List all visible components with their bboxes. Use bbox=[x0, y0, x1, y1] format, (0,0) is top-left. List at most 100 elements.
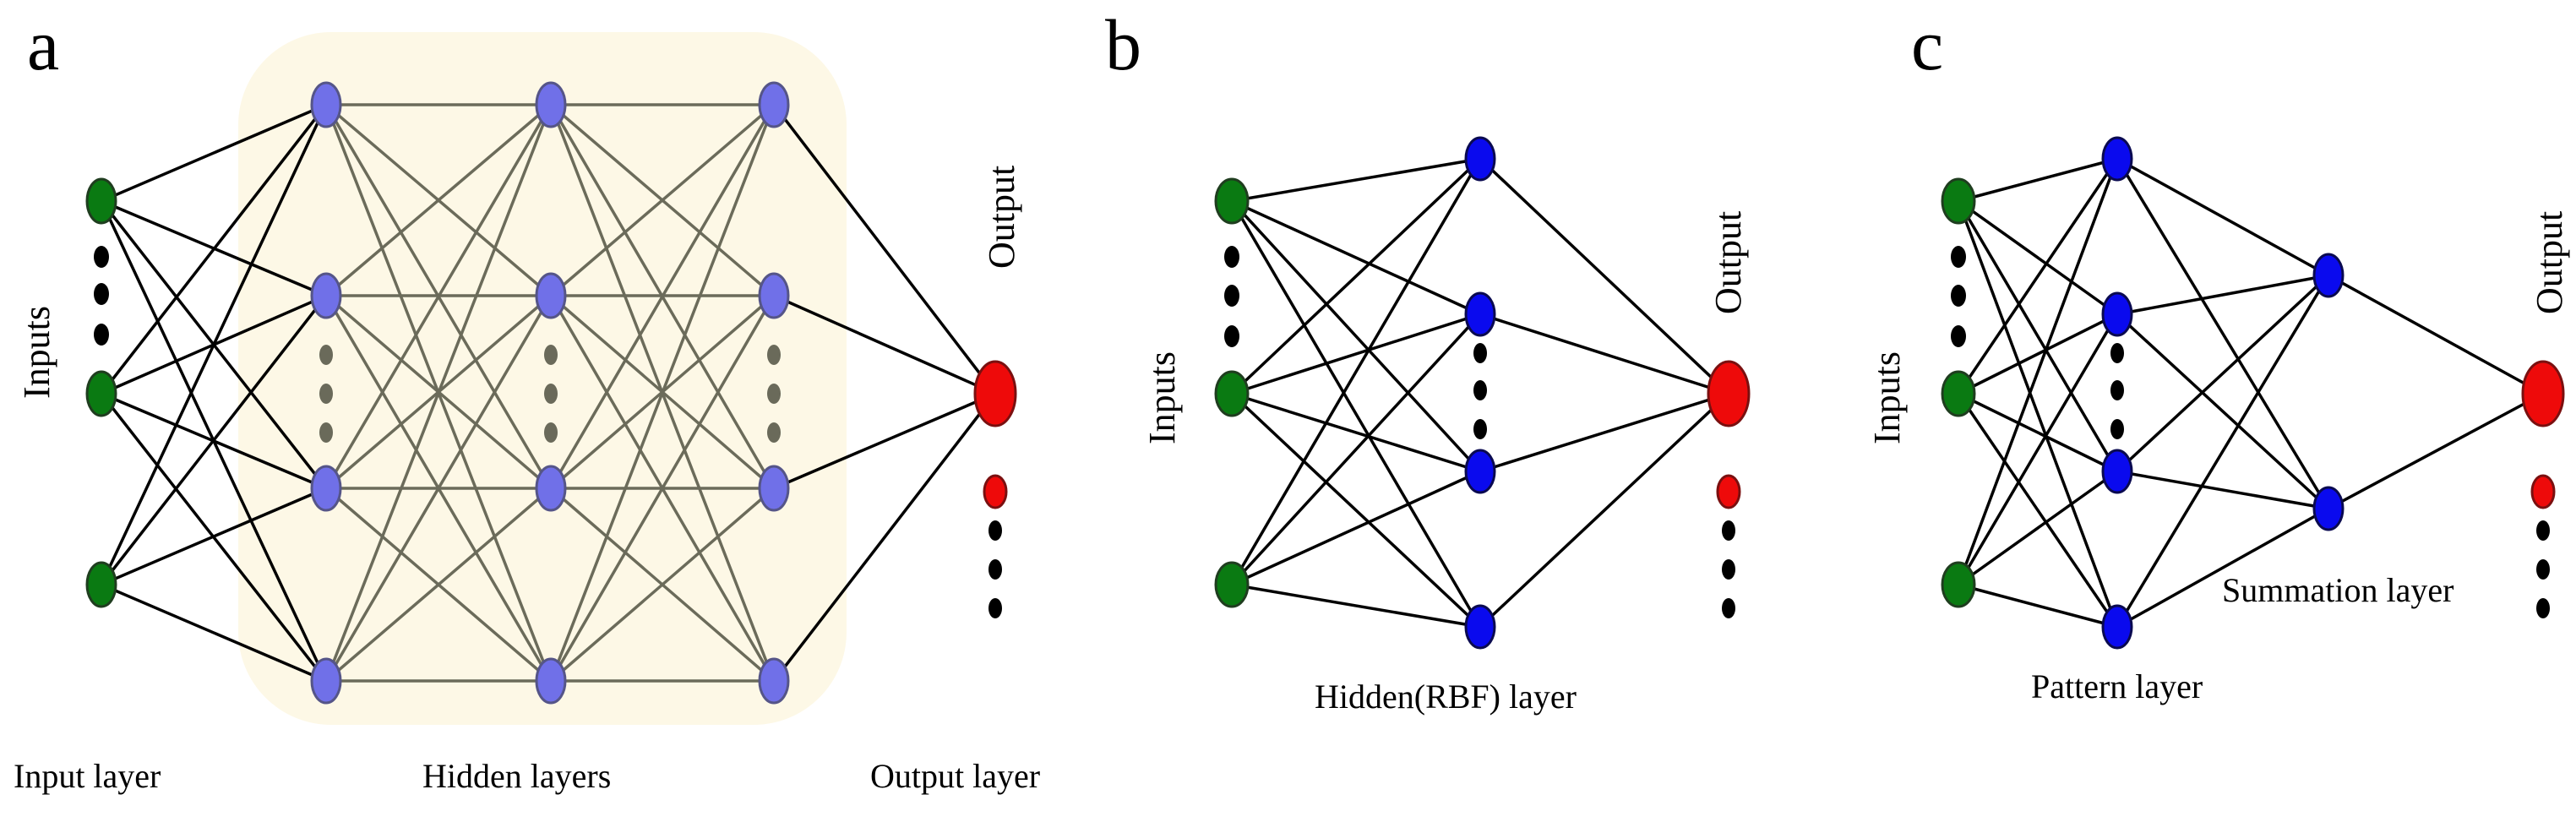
rbf-output-link bbox=[1479, 392, 1730, 629]
input-hidden-link bbox=[100, 104, 328, 585]
input-ellipsis-dot bbox=[1224, 246, 1239, 268]
input-node bbox=[85, 177, 117, 225]
hidden-rbf-layer-label: Hidden(RBF) layer bbox=[1315, 678, 1577, 716]
hidden-node bbox=[758, 81, 790, 128]
hidden-hidden-link bbox=[549, 487, 776, 683]
hidden-output-link bbox=[773, 294, 996, 395]
input-rbf-link bbox=[1231, 199, 1481, 316]
summation-layer-label: Summation layer bbox=[2222, 571, 2453, 609]
rbf-node bbox=[1464, 291, 1496, 337]
pattern-summation-link bbox=[2116, 313, 2330, 510]
hidden-hidden-link bbox=[324, 295, 553, 682]
panel-b-rbf: b Inputs Output Hidden(RBF) layer bbox=[1105, 4, 1751, 716]
input-ellipsis-dot bbox=[94, 246, 109, 268]
input-hidden-link bbox=[101, 103, 327, 203]
panel-c-nodes bbox=[1941, 136, 2565, 650]
input-node bbox=[85, 370, 117, 417]
panel-a-mlp: a Inputs Output Input layer Hidden layer… bbox=[14, 4, 1040, 795]
hidden-ellipsis-dot bbox=[544, 384, 558, 404]
input-hidden-link bbox=[100, 294, 328, 586]
input-node bbox=[1214, 177, 1250, 225]
panel-b-letter: b bbox=[1105, 4, 1141, 85]
output-ellipsis-dot bbox=[1722, 520, 1735, 541]
pattern-summation-link bbox=[2116, 507, 2329, 629]
input-pattern-link bbox=[1958, 157, 2118, 203]
panel-b-inputs-label: Inputs bbox=[1141, 351, 1183, 444]
input-hidden-link bbox=[101, 487, 327, 586]
input-pattern-link bbox=[1957, 158, 2119, 395]
input-ellipsis-dot bbox=[1951, 325, 1966, 347]
output-ellipsis-dot bbox=[2536, 520, 2550, 541]
pattern-summation-link bbox=[2116, 274, 2329, 316]
input-rbf-link bbox=[1230, 200, 1482, 628]
panel-c-connections bbox=[1957, 157, 2544, 629]
hidden-hidden-link bbox=[549, 103, 776, 297]
panel-c-pnn: c Inputs Output Pattern layer Summation … bbox=[1866, 4, 2570, 705]
panel-a-connections bbox=[100, 103, 997, 683]
input-node bbox=[1941, 561, 1976, 608]
panel-a-inputs-label: Inputs bbox=[16, 306, 57, 399]
output-node bbox=[973, 360, 1017, 427]
panel-c-inputs-label: Inputs bbox=[1866, 351, 1908, 444]
rbf-output-link bbox=[1479, 313, 1729, 395]
rbf-node bbox=[1464, 604, 1496, 650]
output-layer-label: Output layer bbox=[870, 757, 1040, 795]
input-ellipsis-dot bbox=[1224, 325, 1239, 347]
panel-c-ellipsis bbox=[1951, 246, 2556, 618]
hidden-hidden-link bbox=[324, 104, 553, 682]
input-rbf-link bbox=[1230, 157, 1482, 395]
input-pattern-link bbox=[1957, 313, 2119, 585]
input-ellipsis-dot bbox=[1951, 285, 1966, 307]
pattern-ellipsis-dot bbox=[2110, 380, 2124, 400]
panel-a-nodes bbox=[85, 81, 1017, 705]
hidden-node bbox=[310, 272, 342, 319]
input-rbf-link bbox=[1231, 470, 1481, 586]
input-layer-label: Input layer bbox=[14, 757, 161, 795]
rbf-node bbox=[1464, 136, 1496, 182]
panel-a-ellipsis bbox=[94, 246, 1008, 618]
output-node-small bbox=[983, 474, 1008, 509]
input-rbf-link bbox=[1231, 157, 1481, 203]
hidden-node bbox=[535, 81, 567, 128]
panel-a-letter: a bbox=[27, 4, 59, 85]
input-rbf-link bbox=[1230, 158, 1482, 585]
pattern-node bbox=[2101, 604, 2133, 650]
input-rbf-link bbox=[1231, 583, 1481, 629]
output-ellipsis-dot bbox=[2536, 559, 2550, 580]
hidden-ellipsis-dot bbox=[319, 345, 333, 365]
output-node-small bbox=[1716, 474, 1741, 509]
output-ellipsis-dot bbox=[988, 520, 1002, 541]
hidden-output-link bbox=[773, 392, 996, 490]
hidden-hidden-link bbox=[324, 103, 553, 297]
summation-output-link bbox=[2328, 274, 2544, 395]
pattern-layer-label: Pattern layer bbox=[2031, 667, 2203, 705]
input-rbf-link bbox=[1230, 313, 1482, 586]
panel-c-output-label: Output bbox=[2529, 211, 2570, 314]
hidden-ellipsis-dot bbox=[767, 345, 781, 365]
input-pattern-link bbox=[1958, 583, 2118, 629]
hidden-node bbox=[310, 657, 342, 705]
hidden-ellipsis-dot bbox=[767, 422, 781, 443]
input-node bbox=[1214, 561, 1250, 608]
hidden-ellipsis-dot bbox=[544, 345, 558, 365]
hidden-output-link bbox=[772, 392, 997, 683]
pattern-ellipsis-dot bbox=[2110, 343, 2124, 363]
hidden-hidden-link bbox=[549, 295, 776, 682]
input-ellipsis-dot bbox=[1951, 246, 1966, 268]
hidden-node bbox=[310, 81, 342, 128]
hidden-node bbox=[535, 657, 567, 705]
input-hidden-link bbox=[101, 583, 327, 683]
pattern-summation-link bbox=[2116, 275, 2330, 628]
rbf-node bbox=[1464, 449, 1496, 494]
hidden-node bbox=[758, 465, 790, 512]
input-node bbox=[1941, 370, 1976, 417]
panel-b-connections bbox=[1230, 157, 1730, 629]
pattern-node bbox=[2101, 136, 2133, 182]
input-node bbox=[85, 561, 117, 608]
input-pattern-link bbox=[1957, 470, 2119, 586]
rbf-output-link bbox=[1479, 157, 1730, 395]
pattern-summation-link bbox=[2116, 157, 2329, 277]
output-node bbox=[2521, 360, 2565, 427]
hidden-ellipsis-dot bbox=[544, 422, 558, 443]
input-ellipsis-dot bbox=[1224, 285, 1239, 307]
